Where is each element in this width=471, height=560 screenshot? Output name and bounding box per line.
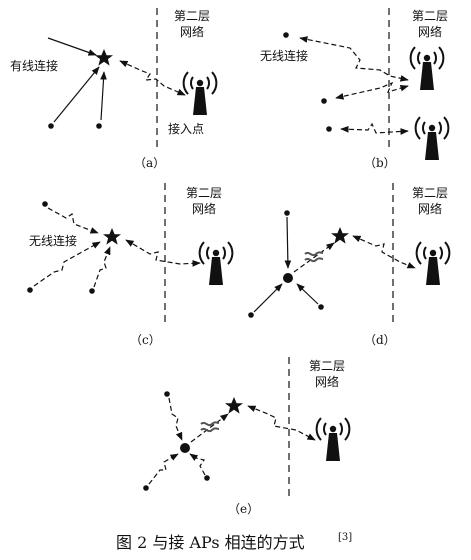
client-node: [42, 201, 48, 207]
star-node-a: [95, 49, 113, 66]
wireless-link: [93, 246, 111, 288]
client-node: [318, 304, 324, 310]
panel-label-a: （a）: [134, 156, 165, 170]
bridge-link: [190, 413, 229, 443]
layer2-label-c-1: 第二层: [186, 186, 222, 200]
panel-b: 第二层 网络 无线连接 （b）: [260, 8, 450, 170]
figure-caption: 图 2 与接 APs 相连的方式: [116, 533, 305, 552]
wireless-link: [119, 60, 186, 96]
wired-link: [47, 37, 97, 56]
access-point-label: 接入点: [168, 121, 204, 136]
panel-label-e: （e）: [228, 502, 259, 516]
panel-label-d: （d）: [364, 333, 396, 347]
client-node: [48, 123, 54, 129]
panel-label-b: （b）: [364, 156, 396, 170]
star-node-c: [103, 228, 121, 245]
hub-node: [283, 273, 293, 283]
wireless-link: [335, 81, 409, 100]
wireless-link: [299, 36, 409, 82]
access-point-icon-e: [315, 417, 351, 462]
layer2-label-c-2: 网络: [192, 201, 216, 216]
client-node: [248, 312, 254, 318]
wired-link: [53, 66, 100, 123]
layer2-label-e-2: 网络: [315, 374, 339, 389]
wireless-link: [47, 207, 99, 234]
layer2-label-b-2: 网络: [418, 24, 442, 39]
wireless-link-label-b: 无线连接: [260, 48, 308, 63]
wireless-link: [247, 405, 316, 441]
access-point-icon-a: [182, 71, 218, 116]
client-node: [27, 287, 33, 293]
star-node-e: [225, 397, 243, 414]
layer2-label-d-1: 第二层: [412, 186, 448, 200]
star-node-d: [331, 227, 349, 244]
wired-link: [296, 283, 319, 305]
client-node: [326, 126, 332, 132]
access-point-icon-b1: [409, 46, 445, 91]
layer2-label-d-2: 网络: [418, 201, 442, 216]
wired-link: [284, 216, 292, 269]
client-node: [89, 288, 95, 294]
client-node: [204, 475, 210, 481]
wireless-link: [189, 453, 206, 476]
panel-label-c: （c）: [130, 333, 161, 347]
wireless-link: [352, 235, 416, 269]
bridge-link: [293, 242, 335, 273]
wireless-link: [125, 239, 201, 267]
access-point-icon-b2: [414, 116, 450, 161]
panel-a: 第二层 网络 有线连接 接入点 （a）: [10, 8, 218, 170]
layer2-label-e-1: 第二层: [309, 359, 345, 373]
panel-c: 第二层 网络 无线连接 （c）: [27, 183, 234, 347]
wave-icon-e: [200, 421, 220, 433]
wireless-link: [168, 397, 183, 441]
layer2-label-a-2: 网络: [180, 24, 204, 39]
panel-e: 第二层 网络 （e）: [143, 357, 351, 516]
layer2-label-a-1: 第二层: [174, 9, 210, 23]
access-point-icon-c: [198, 241, 234, 286]
client-node: [164, 391, 170, 397]
wireless-link-label-c: 无线连接: [29, 233, 77, 248]
panel-d: 第二层 网络 （d）: [248, 183, 451, 347]
client-node: [283, 32, 289, 38]
client-node: [143, 485, 149, 491]
client-node: [321, 98, 327, 104]
layer2-label-b-1: 第二层: [412, 9, 448, 23]
wireless-link: [340, 122, 409, 135]
wireless-link: [33, 241, 101, 287]
wired-link-label: 有线连接: [10, 58, 58, 73]
access-point-icon-d: [415, 241, 451, 286]
client-node: [284, 210, 290, 216]
client-node: [96, 123, 102, 129]
wired-link: [253, 283, 283, 313]
wired-link: [100, 71, 107, 121]
wireless-link: [148, 453, 179, 485]
figure-caption-ref: [3]: [338, 532, 352, 543]
hub-node: [180, 443, 190, 453]
